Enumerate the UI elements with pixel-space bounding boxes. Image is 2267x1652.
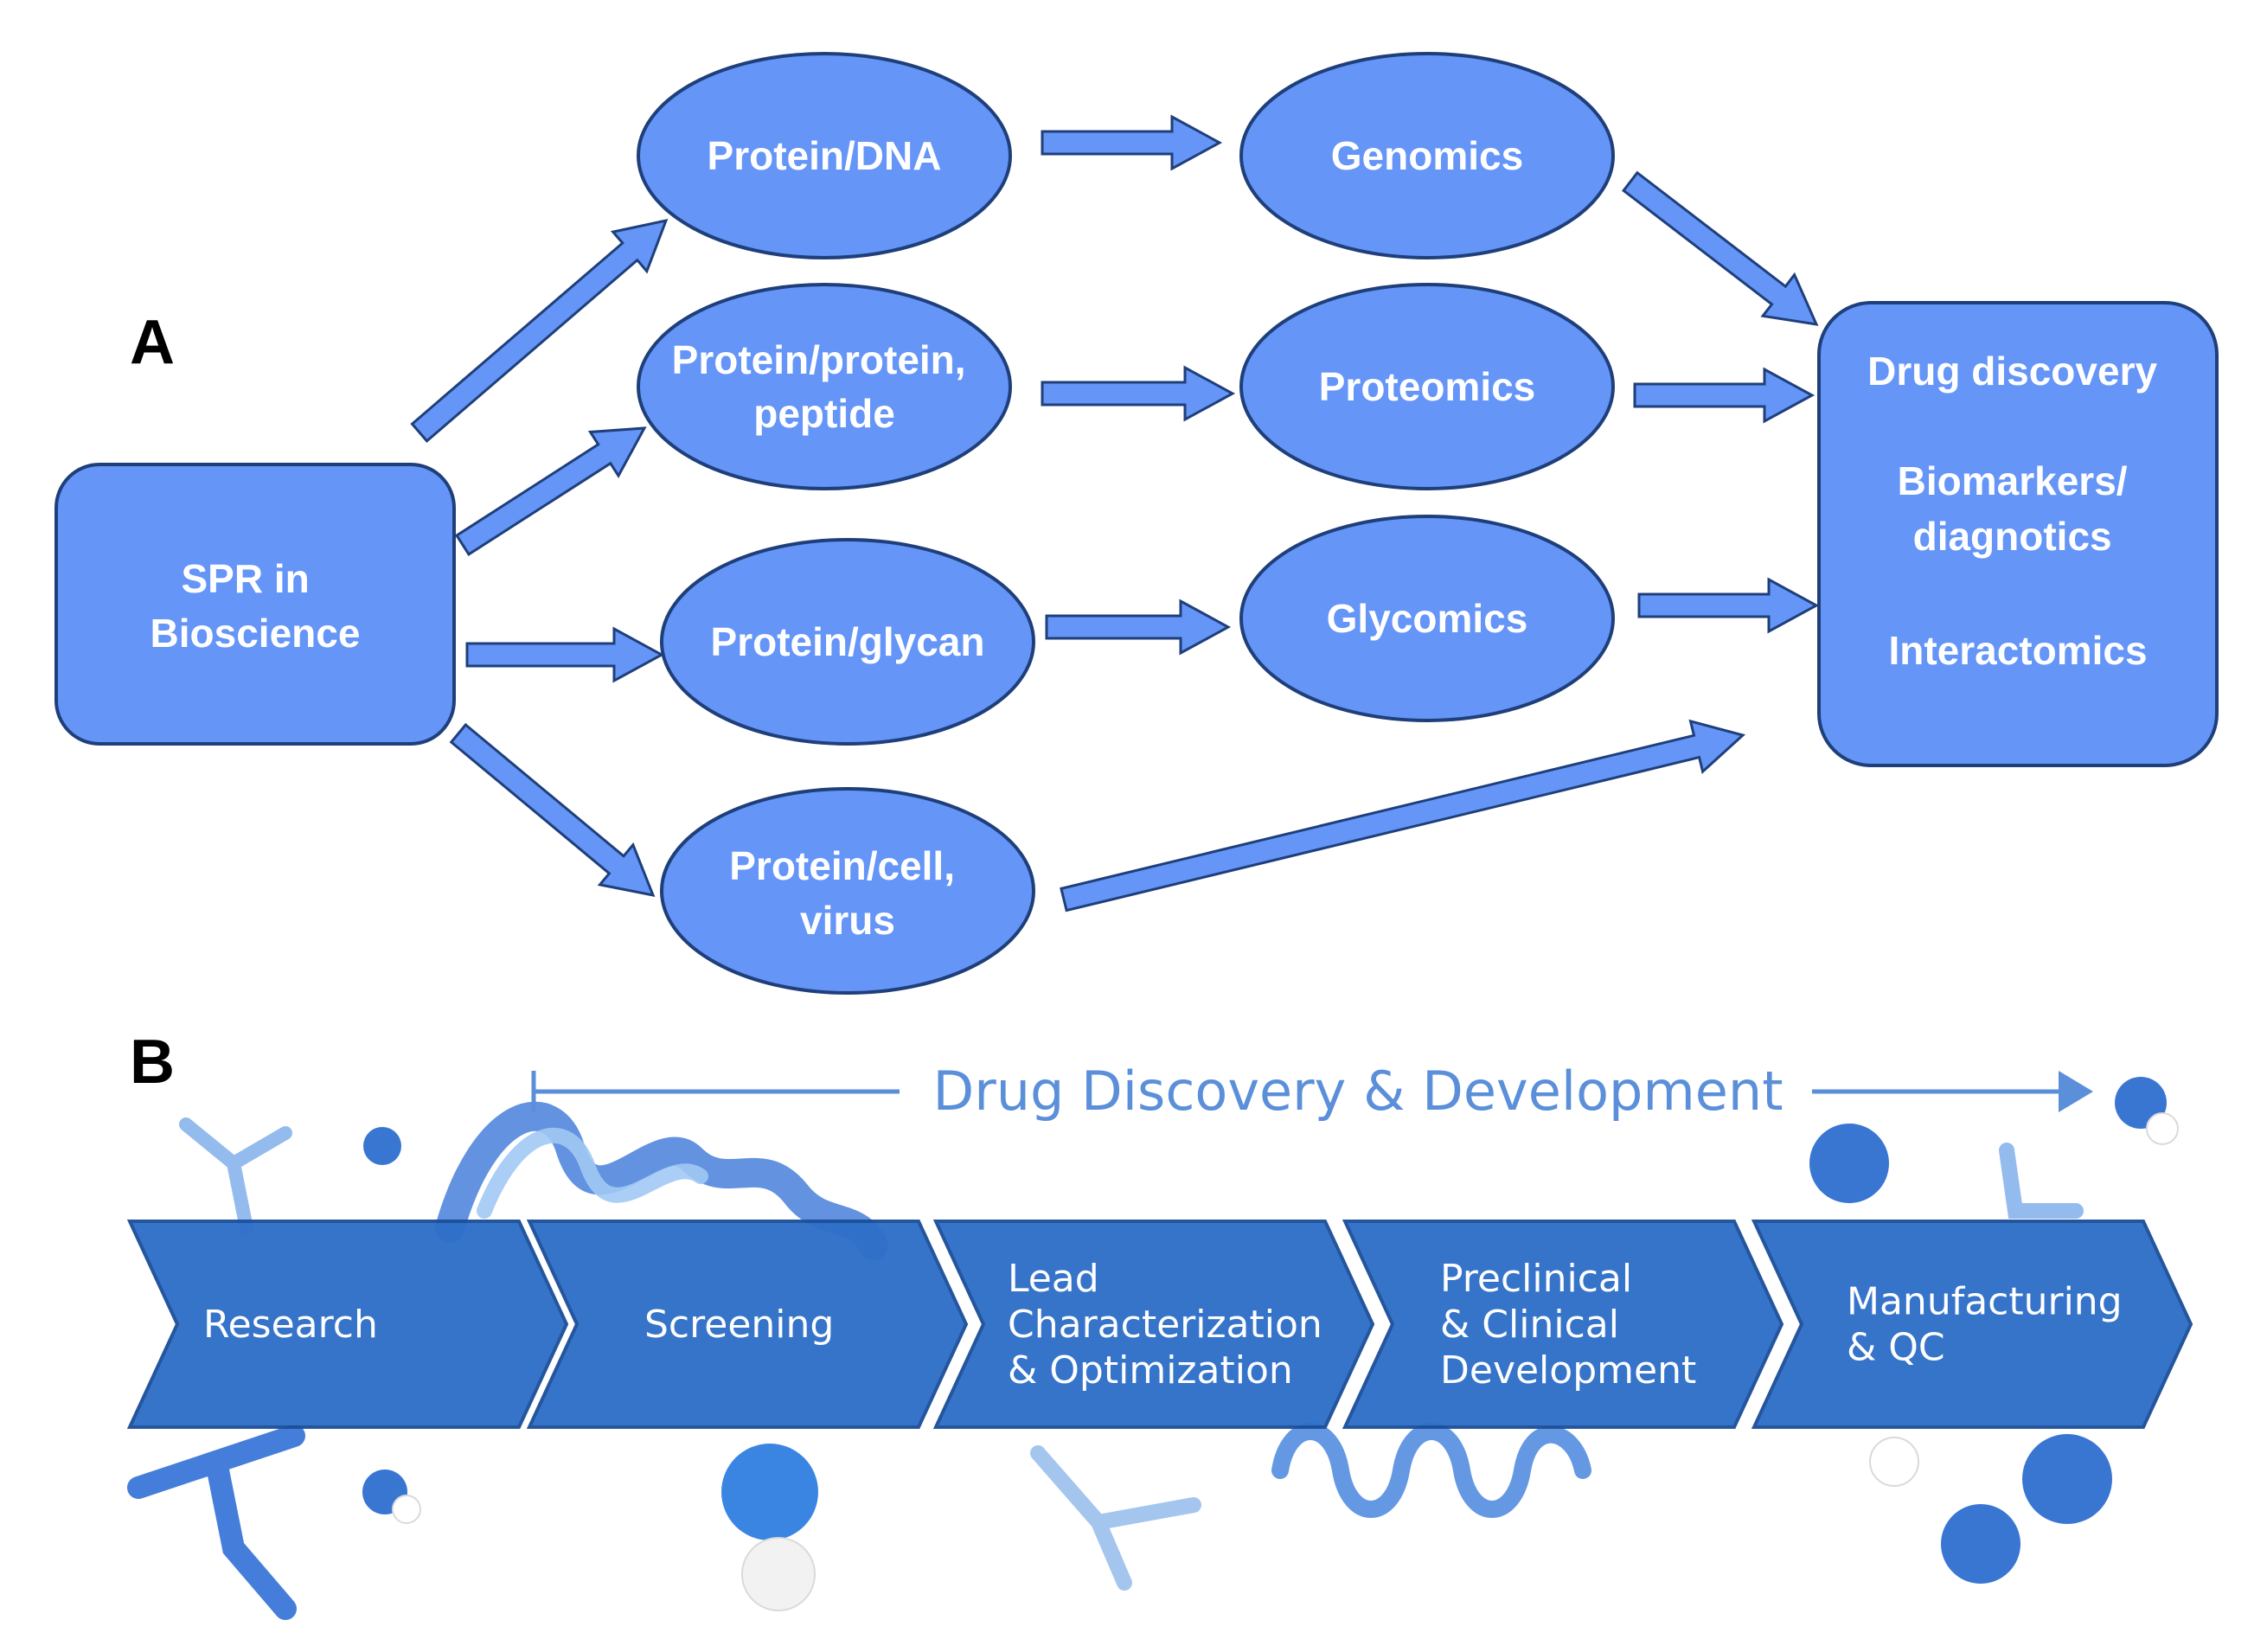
node-proteomics: Proteomics (1239, 283, 1615, 490)
source-node-spr: SPR in Bioscience (54, 463, 456, 746)
outcomes-box (1817, 301, 2219, 767)
arrow-glycomics-to-outcomes (1637, 577, 1820, 634)
sphere (363, 1127, 401, 1165)
timeline-title: Drug Discovery & Development (932, 1060, 1783, 1123)
antibody-bottom-left (127, 1425, 305, 1620)
sphere (2146, 1112, 2179, 1145)
antibody-top-left (179, 1117, 292, 1235)
stage-lead-optimization-label-line: & Optimization (1008, 1348, 1293, 1393)
stage-preclinical-clinical-label-line: Development (1440, 1348, 1696, 1393)
helix-ribbon-left (435, 1101, 888, 1260)
stage-screening: Screening (526, 1220, 969, 1429)
node-genomics-shape (1239, 52, 1615, 259)
panel-b-label: B (130, 1028, 175, 1097)
helix-ribbon-left-light (477, 1128, 708, 1219)
arrow-protein-protein-to-proteomics (1041, 365, 1236, 422)
stage-preclinical-clinical-label-line: & Clinical (1440, 1303, 1619, 1347)
source-label: SPR in Bioscience (150, 556, 361, 656)
node-glycomics-shape (1239, 515, 1615, 722)
stage-screening-label: Screening (644, 1303, 834, 1347)
stage-manufacturing-qc-label: Manufacturing& QC (1847, 1280, 2123, 1370)
sphere (392, 1495, 421, 1524)
node-protein-protein: Protein/protein, peptide (637, 283, 1012, 490)
arrow-spr-to-protein-dna (410, 218, 669, 444)
node-protein-glycan: Protein/glycan (660, 538, 1035, 746)
timeline-arrowhead (2059, 1071, 2093, 1112)
outcomes-node: Drug discovery Biomarkers/ diagnotics In… (1817, 301, 2219, 767)
antibody-top-right (1999, 1143, 2084, 1219)
node-protein-dna: Protein/DNA (637, 52, 1012, 259)
arrow-proteomics-to-outcomes (1633, 367, 1816, 424)
molecule-art (127, 1077, 2179, 1620)
helix-ribbon-bottom (1271, 1423, 1591, 1518)
antibody-bottom-mid (1030, 1445, 1201, 1591)
stage-preclinical-clinical-label-line: Preclinical (1440, 1257, 1632, 1301)
timeline: Drug Discovery & Development (531, 1060, 2093, 1123)
node-genomics-label: Genomics (1331, 133, 1523, 178)
panel-a-label: A (130, 308, 175, 377)
node-protein-cell-shape (660, 787, 1035, 995)
arrow-spr-to-protein-glycan (465, 626, 665, 683)
stage-manufacturing-qc-label-line: Manufacturing (1847, 1280, 2123, 1324)
source-box (54, 463, 456, 746)
stage-manufacturing-qc: Manufacturing& QC (1751, 1220, 2193, 1429)
sphere (2022, 1434, 2112, 1524)
arrow-protein-cell-to-outcomes (1060, 719, 1746, 912)
arrow-spr-to-protein-cell (449, 722, 656, 898)
node-protein-dna-shape (637, 52, 1012, 259)
sphere (1809, 1124, 1889, 1203)
stage-manufacturing-qc-label-line: & QC (1847, 1326, 1945, 1370)
node-protein-protein-shape (637, 283, 1012, 490)
stage-lead-optimization-label-line: Characterization (1008, 1303, 1322, 1347)
node-glycomics: Glycomics (1239, 515, 1615, 722)
node-glycomics-label: Glycomics (1327, 596, 1528, 641)
stage-screening-shape (526, 1220, 969, 1429)
node-protein-glycan-shape (660, 538, 1035, 746)
stage-lead-optimization-label-line: Lead (1008, 1257, 1099, 1301)
sphere (1869, 1437, 1919, 1487)
stage-preclinical-clinical-shape (1342, 1220, 1784, 1429)
sphere (1941, 1504, 2020, 1584)
node-protein-cell-label: Protein/cell, virus (729, 843, 966, 943)
stage-lead-optimization-shape (932, 1220, 1375, 1429)
sphere (741, 1537, 816, 1611)
arrow-protein-dna-to-genomics (1041, 114, 1223, 171)
stage-research-label: Research (203, 1303, 378, 1347)
sphere (721, 1444, 818, 1540)
node-protein-dna-label: Protein/DNA (708, 133, 942, 178)
node-genomics: Genomics (1239, 52, 1615, 259)
outcomes-label: Drug discovery Biomarkers/ diagnotics In… (1867, 349, 2168, 673)
node-protein-cell: Protein/cell, virus (660, 787, 1035, 995)
arrow-genomics-to-outcomes (1621, 170, 1819, 326)
node-protein-protein-label: Protein/protein, peptide (672, 337, 977, 436)
stage-research-shape (126, 1220, 569, 1429)
panel-a-arrows (410, 114, 1820, 912)
arrow-spr-to-protein-protein (454, 426, 647, 556)
stage-manufacturing-qc-shape (1751, 1220, 2193, 1429)
stage-research-label-line: Research (203, 1303, 378, 1347)
node-proteomics-shape (1239, 283, 1615, 490)
stage-screening-label-line: Screening (644, 1303, 834, 1347)
node-protein-glycan-label: Protein/glycan (711, 619, 985, 664)
stage-research: Research (126, 1220, 569, 1429)
arrow-protein-glycan-to-glycomics (1045, 599, 1232, 656)
node-proteomics-label: Proteomics (1319, 364, 1536, 409)
